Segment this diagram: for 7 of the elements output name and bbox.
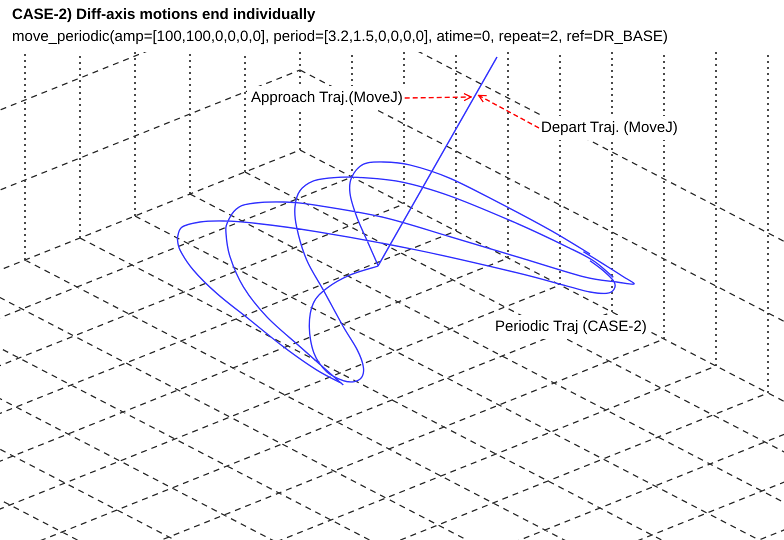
leader-arrow	[404, 92, 472, 102]
callout-label: Depart Traj. (MoveJ)	[541, 119, 678, 137]
leader-arrow	[478, 94, 540, 129]
curve-label: Periodic Traj (CASE-2)	[495, 318, 647, 336]
diagram-title: CASE-2) Diff-axis motions end individually	[12, 6, 316, 24]
callout-label: Approach Traj.(MoveJ)	[251, 89, 403, 107]
function-call-text: move_periodic(amp=[100,100,0,0,0,0], period=[3.2,1.5,0,0,0,0], atime=0, repeat=2, ref=DR_BASE)	[12, 28, 668, 46]
